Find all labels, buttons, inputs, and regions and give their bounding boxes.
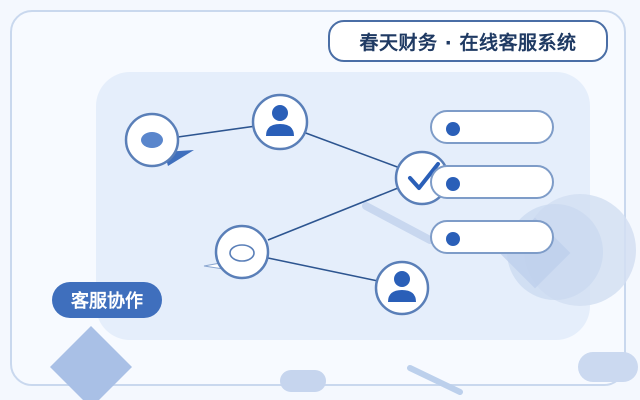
edge-user-to-check	[302, 131, 401, 169]
chat-bubble-icon	[124, 112, 194, 168]
page-title-text: 春天财务 · 在线客服系统	[359, 31, 577, 54]
decor-stripe-mid	[362, 202, 434, 244]
chat-bubble-outline-icon	[203, 224, 270, 280]
bullet-dot-icon	[446, 122, 460, 136]
edge-chat2-to-check	[267, 187, 399, 241]
decor-diamond-left	[49, 325, 133, 400]
decor-pill-bottom	[280, 370, 326, 392]
list-item	[430, 220, 554, 254]
bullet-dot-icon	[446, 232, 460, 246]
list-item	[430, 110, 554, 144]
user-icon	[251, 93, 309, 151]
edge-chat-to-user	[177, 125, 257, 138]
edge-chat2-to-user2	[267, 257, 379, 282]
bullet-dot-icon	[446, 177, 460, 191]
collaboration-badge: 客服协作	[52, 282, 162, 318]
connector-lines	[177, 125, 401, 282]
user-icon	[374, 260, 430, 316]
decor-pill-right	[578, 352, 638, 382]
collaboration-badge-label: 客服协作	[71, 291, 143, 312]
page-title: 春天财务 · 在线客服系统	[328, 20, 608, 62]
decor-stripe-bottom	[407, 365, 463, 395]
list-item	[430, 165, 554, 199]
